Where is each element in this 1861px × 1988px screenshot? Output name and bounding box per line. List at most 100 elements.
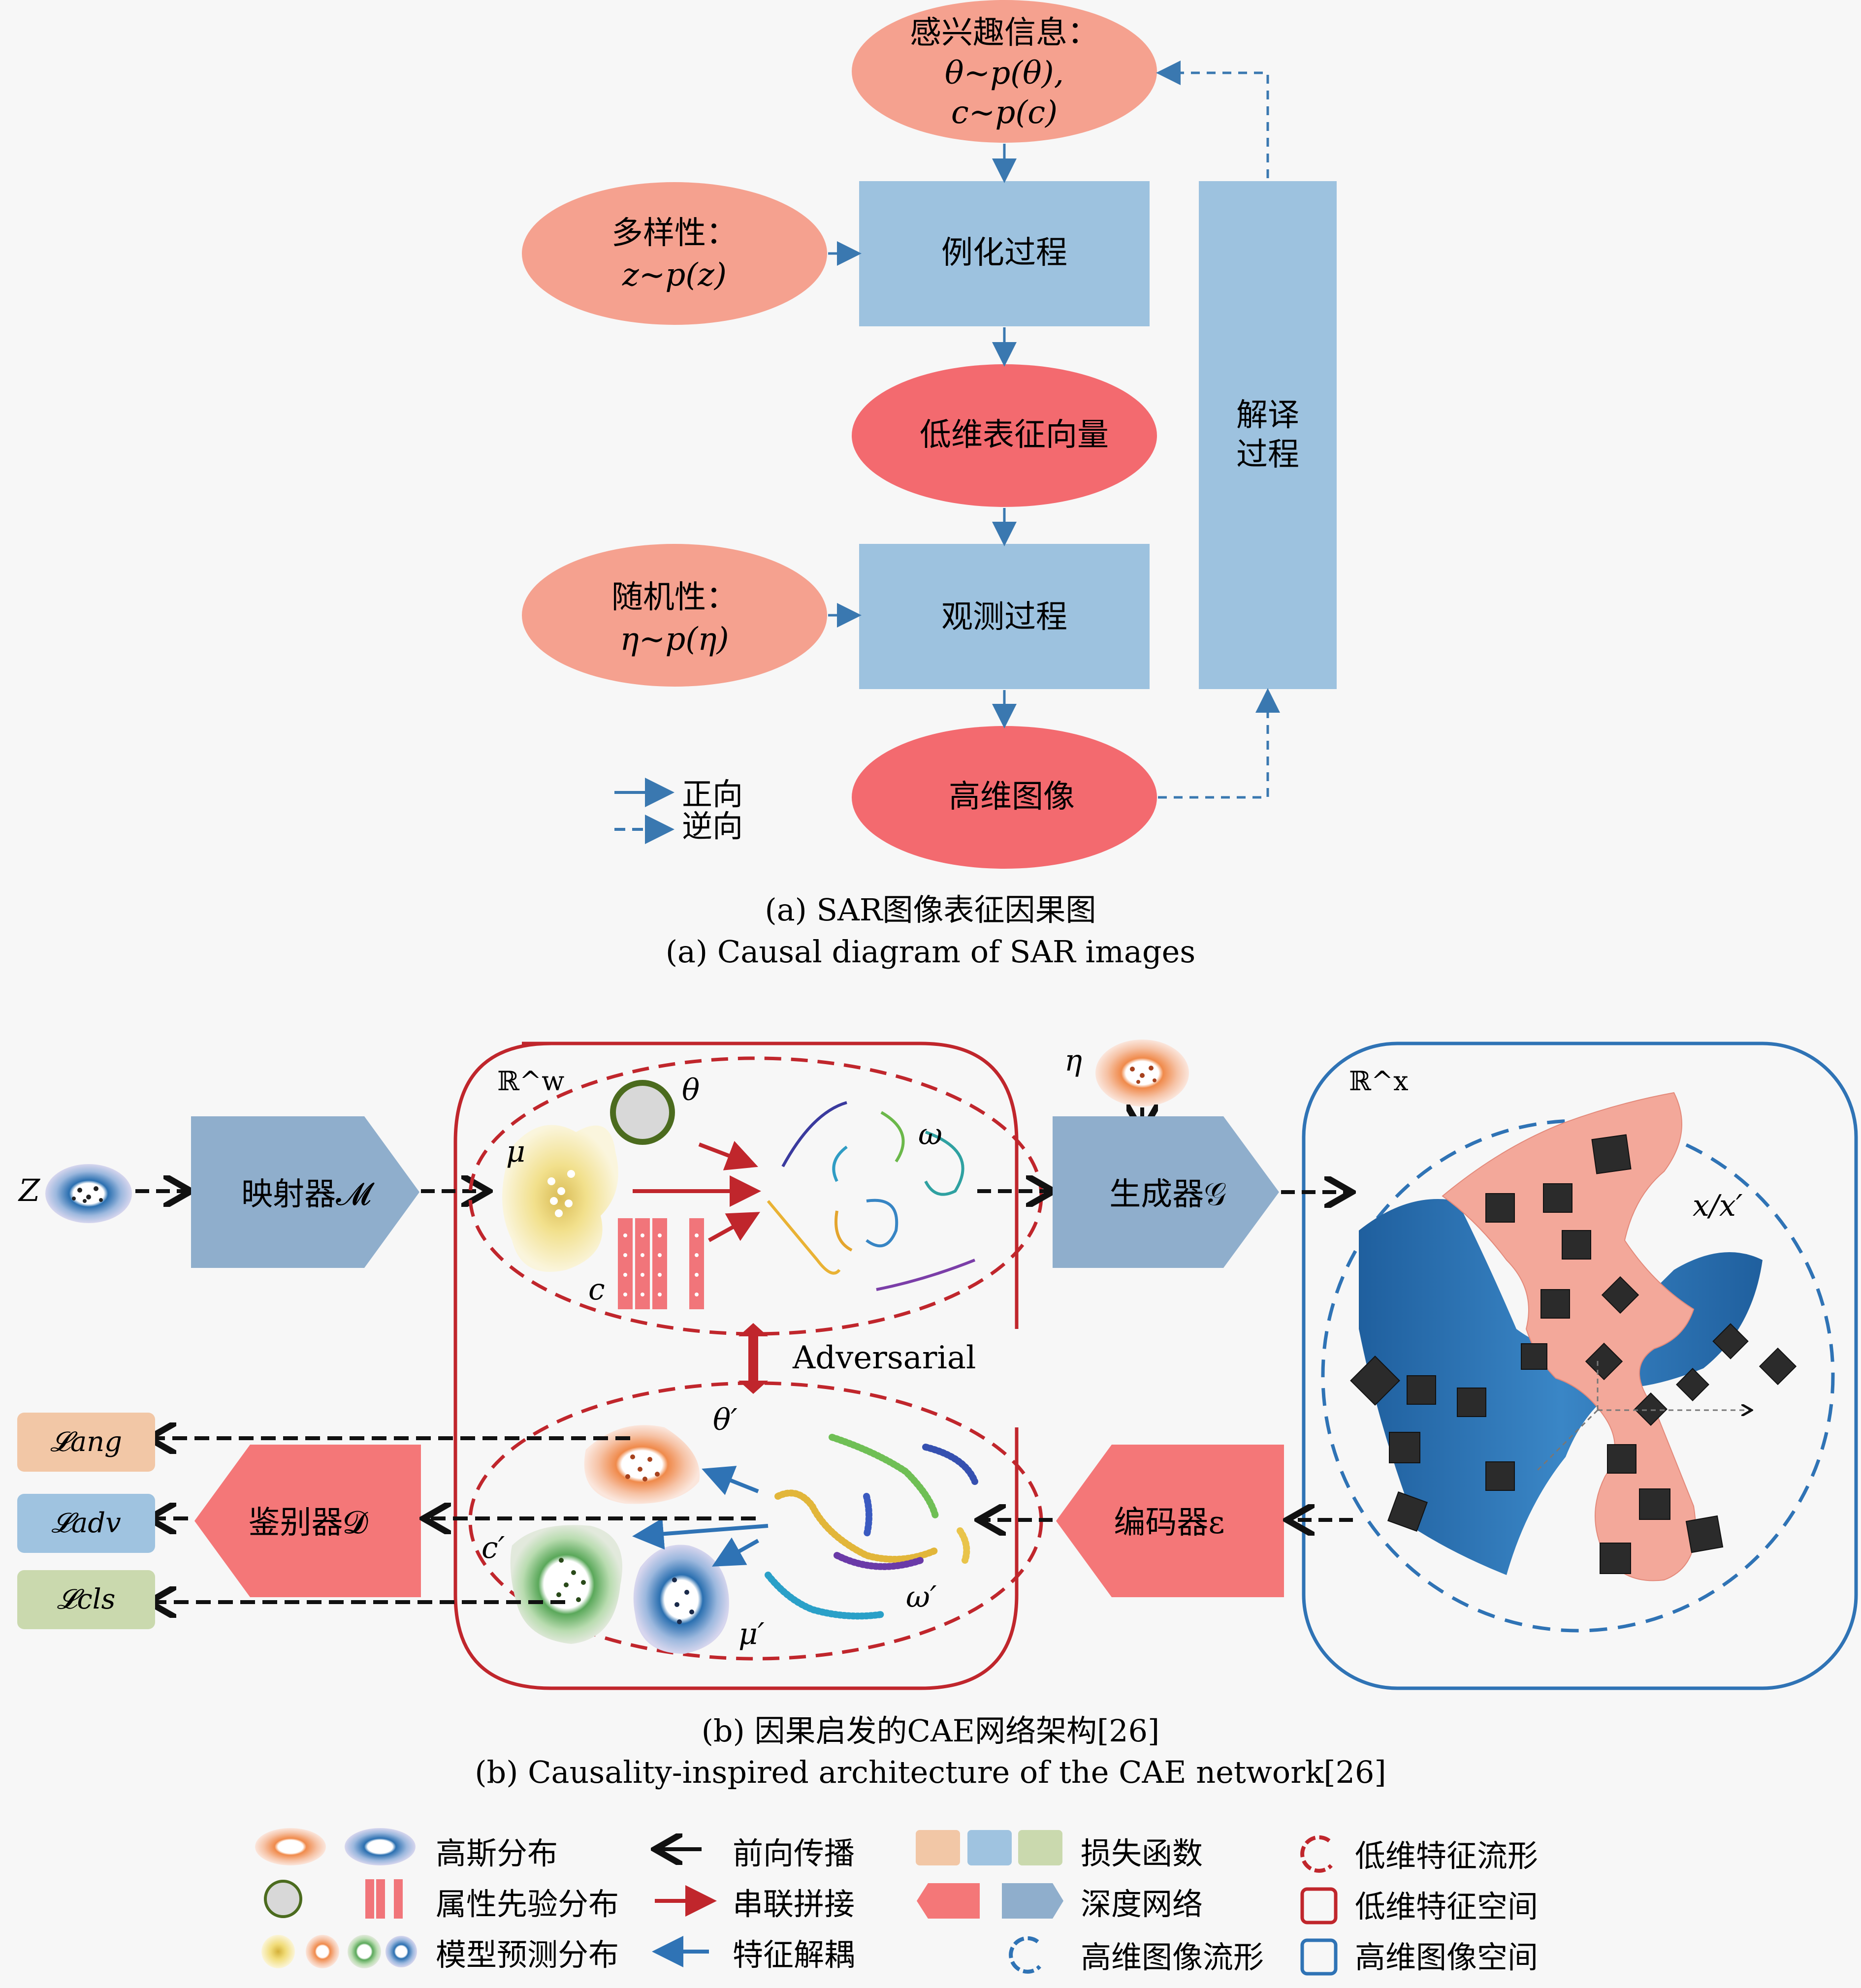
loss-arrows	[153, 1438, 756, 1602]
discriminator-box	[194, 1445, 421, 1597]
legend-model-pred-label: 模型预测分布	[436, 1937, 619, 1973]
legend-ld-manifold-icon	[1300, 1835, 1333, 1873]
xx-label: x/x′	[1693, 1189, 1743, 1223]
z-gaussian-icon	[45, 1164, 132, 1223]
image-label: 高维图像	[949, 779, 1075, 815]
decode-label-1: 解译	[1236, 397, 1299, 434]
theta-prior-circle	[610, 1080, 675, 1145]
generator-box	[1053, 1116, 1279, 1268]
omega-prime-label: ω′	[906, 1580, 937, 1614]
c-attribute-bars	[618, 1218, 704, 1309]
latent-ellipse	[852, 364, 1157, 507]
mu-yellow-distribution	[502, 1125, 618, 1272]
diversity-z: z∼p(z)	[622, 257, 727, 293]
observation-label: 观测过程	[941, 599, 1067, 635]
legend-gaussian-blue-icon	[345, 1828, 416, 1865]
interest-theta: θ∼p(θ),	[945, 55, 1064, 92]
legend-forward-label: 正向	[682, 776, 743, 812]
latent-label: 低维表征向量	[920, 417, 1109, 453]
caption-b-cn: (b) 因果启发的CAE网络架构[26]	[702, 1713, 1160, 1749]
c-prime-dots	[556, 1558, 586, 1602]
legend-attribute-bars-icon	[365, 1879, 403, 1919]
loss-ang-label: 𝓛ang	[50, 1426, 122, 1458]
legend-attribute-circle-icon	[264, 1880, 302, 1918]
theta-prime-label: θ′	[713, 1403, 738, 1437]
mu-label: μ	[506, 1135, 525, 1169]
encoder-label: 编码器ε	[1114, 1505, 1224, 1541]
legend-attribute-label: 属性先验分布	[436, 1886, 619, 1922]
omega-label: ω	[918, 1117, 942, 1152]
decouple-arrows	[632, 1466, 769, 1567]
sar-image-chips	[1350, 1134, 1797, 1574]
z-dots	[72, 1186, 103, 1203]
mu-prime-distribution	[633, 1545, 729, 1654]
adversarial-label: Adversarial	[792, 1340, 976, 1376]
legend-loss-cls-icon	[1018, 1830, 1062, 1865]
legend-decouple-label: 特征解耦	[733, 1937, 855, 1973]
legend-ld-manifold-label: 低维特征流形	[1355, 1838, 1538, 1874]
caption-b-en: (b) Causality-inspired architecture of t…	[475, 1754, 1386, 1790]
instantiation-label: 例化过程	[941, 235, 1067, 271]
legend-deepnet-pink-icon	[917, 1883, 980, 1919]
omega-curves	[767, 1101, 976, 1291]
eta-label: η	[1064, 1043, 1082, 1078]
loss-cls-label: 𝓛cls	[57, 1583, 116, 1615]
bottom-legend: 高斯分布 属性先验分布 模型预测分布 前向传播 串联拼接 特征解耦 损失函数 深…	[255, 1828, 1538, 1976]
loss-ang-box	[17, 1413, 155, 1472]
legend-forward-prop-label: 前向传播	[733, 1835, 855, 1871]
concat-arrows	[633, 1141, 761, 1242]
legend-ld-space-label: 低维特征空间	[1355, 1889, 1538, 1925]
generator-label: 生成器𝒢	[1109, 1176, 1226, 1213]
z-label: Z	[18, 1172, 40, 1208]
randomness-eta: η∼p(η)	[620, 621, 729, 658]
low-dim-space-border	[453, 1041, 1019, 1690]
loss-adv-label: 𝓛adv	[51, 1507, 121, 1539]
theta-label: θ	[682, 1073, 700, 1107]
legend-concat-label: 串联拼接	[733, 1886, 855, 1922]
mapper-label: 映射器𝓜	[241, 1176, 375, 1213]
manifold-axes	[1535, 1358, 1750, 1473]
mu-prime-dots	[672, 1578, 694, 1624]
c-prime-label: c′	[481, 1531, 505, 1565]
high-dim-space-border	[1302, 1041, 1858, 1690]
legend-hd-space-label: 高维图像空间	[1355, 1939, 1538, 1975]
mu-dots	[547, 1170, 575, 1217]
image-ellipse	[852, 726, 1157, 869]
legend-reverse-label: 逆向	[682, 808, 743, 844]
discriminator-label: 鉴别器𝓓	[248, 1505, 368, 1541]
omega-prime-scatter	[765, 1434, 978, 1620]
encoder-box	[1056, 1445, 1284, 1597]
legend-model-pred-icons	[261, 1935, 417, 1968]
theta-prime-distribution	[584, 1425, 700, 1504]
legend-gaussian-label: 高斯分布	[436, 1835, 558, 1871]
reverse-arrows	[1156, 61, 1280, 799]
legend-loss-label: 损失函数	[1081, 1835, 1203, 1871]
mapper-box	[191, 1116, 419, 1268]
interest-ellipse	[852, 0, 1157, 143]
panel-b-architecture: Z 映射器𝓜 ℝ^w θ μ	[17, 1040, 1858, 1790]
interest-title: 感兴趣信息：	[910, 15, 1099, 51]
c-label: c	[588, 1272, 605, 1307]
panel-a-causal-diagram: 感兴趣信息： θ∼p(θ), c∼p(c) 多样性： z∼p(z) 例化过程 低…	[522, 0, 1337, 970]
legend-deepnet-label: 深度网络	[1081, 1886, 1203, 1922]
legend-deepnet-blue-icon	[1002, 1883, 1063, 1919]
legend-hd-manifold-icon	[1009, 1936, 1041, 1974]
interest-c: c∼p(c)	[951, 95, 1058, 131]
forward-arrows	[828, 144, 1017, 728]
legend-hd-space-icon	[1300, 1938, 1338, 1976]
loss-cls-box	[17, 1570, 155, 1629]
legend-ld-space-icon	[1300, 1887, 1338, 1925]
legend-gaussian-orange-icon	[255, 1828, 326, 1865]
diversity-ellipse	[522, 182, 827, 325]
loss-adv-box	[17, 1494, 155, 1553]
decode-box	[1199, 181, 1337, 689]
eta-dots	[1130, 1066, 1156, 1084]
caption-a-cn: (a) SAR图像表征因果图	[765, 892, 1096, 928]
randomness-title: 随机性：	[611, 579, 738, 616]
rw-label: ℝ^w	[497, 1066, 564, 1097]
diversity-title: 多样性：	[611, 215, 738, 252]
legend-loss-ang-icon	[916, 1830, 960, 1865]
theta-prime-dots	[625, 1454, 660, 1482]
randomness-ellipse	[522, 544, 827, 687]
rx-label: ℝ^x	[1349, 1066, 1409, 1097]
